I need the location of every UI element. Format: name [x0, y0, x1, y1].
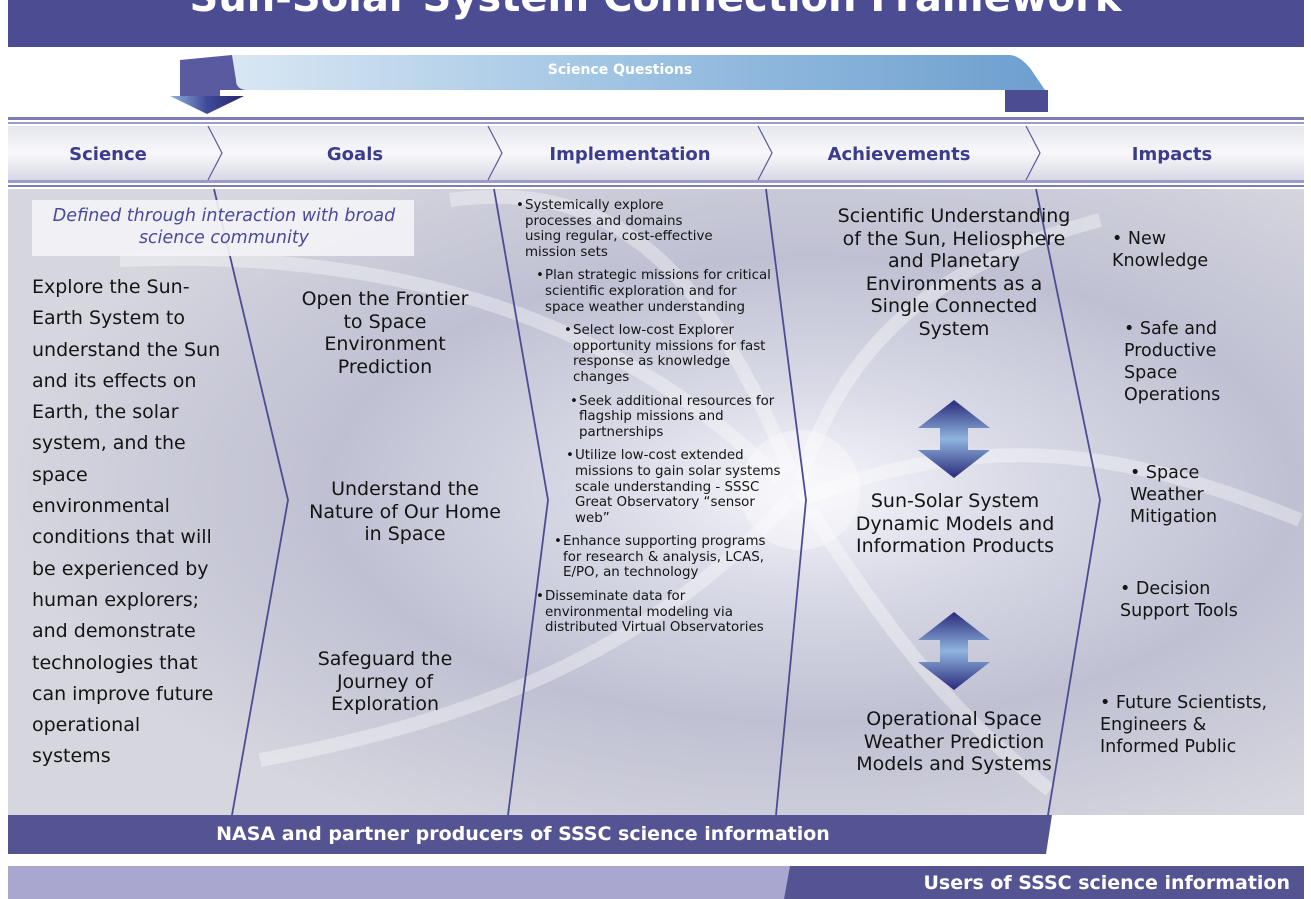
column-heading-science: Science [69, 144, 147, 165]
impact-label: Space Weather Mitigation [1130, 463, 1218, 527]
implementation-item: Systemically explore processes and domai… [516, 198, 715, 260]
page-title: Sun-Solar System Connection Framework [0, 0, 1311, 22]
science-questions-arrowhead [170, 96, 244, 114]
column-heading-goals: Goals [326, 144, 384, 165]
column-heading-impacts: Impacts [1131, 144, 1213, 165]
producers-label: NASA and partner producers of SSSC scien… [216, 823, 830, 845]
science-note: Defined through interaction with broad s… [52, 206, 396, 248]
users-band [784, 866, 1304, 899]
column-heading-implementation: Implementation [549, 144, 711, 165]
goal-2: Understand the Nature of Our Home in Spa… [309, 478, 501, 545]
impact-2: • Safe and Productive Space Operations [1124, 319, 1221, 405]
implementation-item: Seek additional resources for flagship m… [570, 394, 785, 441]
impact-3: • Space Weather Mitigation [1130, 463, 1218, 527]
implementation-item: Disseminate data for environmental model… [536, 589, 765, 636]
producers-band [8, 815, 1052, 854]
implementation-item: Utilize low-cost extended missions to ga… [566, 448, 781, 526]
achievement-3: Operational Space Weather Prediction Mod… [856, 708, 1052, 775]
impact-label: Future Scientists, Engineers & Informed … [1100, 693, 1268, 757]
impact-5: • Future Scientists, Engineers & Informe… [1100, 693, 1268, 757]
note-box [32, 200, 414, 256]
double-arrow-lower [918, 612, 990, 690]
implementation-item: Select low-cost Explorer opportunity mis… [564, 323, 773, 385]
goal-1: Open the Frontier to Space Environment P… [301, 288, 469, 378]
science-questions-label: Science Questions [547, 62, 693, 78]
column-heading-achievements: Achievements [827, 144, 971, 165]
achievement-2: Sun-Solar System Dynamic Models and Info… [855, 490, 1055, 557]
title-band [8, 0, 1304, 47]
impact-4: • Decision Support Tools [1120, 579, 1238, 621]
achievement-1: Scientific Understanding of the Sun, Hel… [837, 205, 1071, 340]
science-questions-arrow [232, 55, 1045, 90]
impact-label: New Knowledge [1112, 229, 1209, 271]
impact-label: Decision Support Tools [1120, 579, 1238, 621]
science-statement: Explore the Sun-Earth System to understa… [32, 276, 221, 768]
double-arrow-upper [918, 400, 990, 478]
header-row [8, 126, 1304, 180]
implementation-list: Systemically explore processes and domai… [516, 198, 780, 636]
impact-1: • New Knowledge [1112, 229, 1209, 271]
impact-label: Safe and Productive Space Operations [1124, 319, 1221, 405]
science-questions-arrow-tail [1005, 90, 1048, 112]
implementation-item: Plan strategic missions for critical sci… [536, 268, 775, 315]
users-label: Users of SSSC science information [923, 872, 1290, 894]
science-questions-arrow-head-stem [180, 55, 248, 96]
implementation-item: Enhance supporting programs for research… [554, 534, 783, 581]
goal-3: Safeguard the Journey of Exploration [317, 648, 453, 715]
